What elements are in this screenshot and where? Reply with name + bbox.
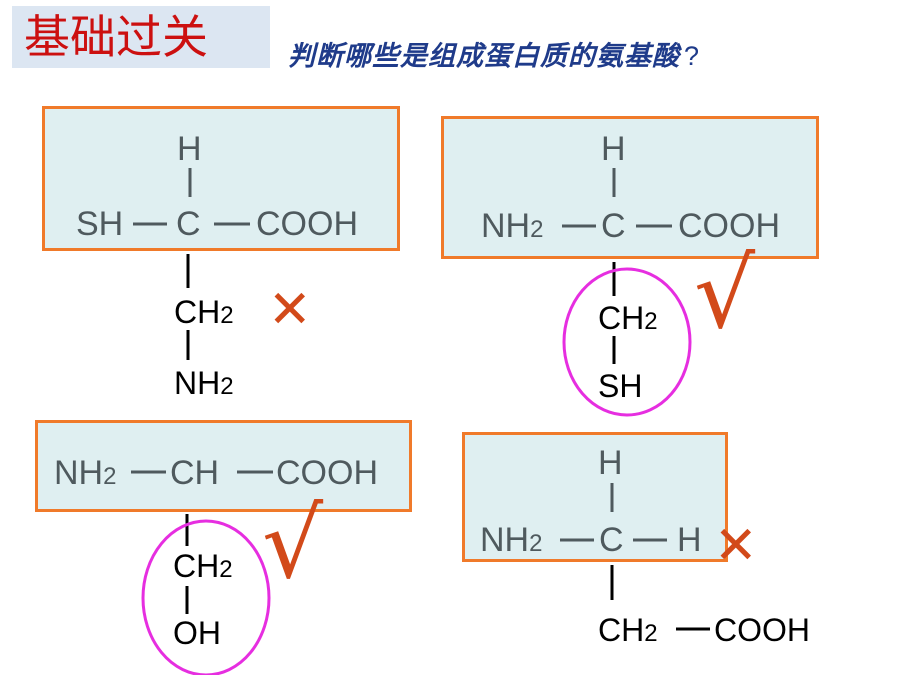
molecule-3-side-chain-1: CH2 — [173, 550, 233, 582]
molecule-1-box — [42, 106, 400, 251]
molecule-2-left-group: NH2 — [481, 209, 543, 243]
molecule-1-center-atom: C — [176, 205, 201, 243]
formula-text: NH — [480, 521, 530, 559]
molecule-3-box — [35, 420, 412, 512]
molecule-2-center-atom: C — [601, 207, 626, 245]
molecule-1-top-atom: H — [177, 130, 202, 168]
formula-subscript: 2 — [220, 373, 234, 400]
formula-subscript: 2 — [530, 216, 544, 243]
highlight-circle — [562, 267, 692, 417]
molecule-1-right-group: COOH — [256, 205, 358, 243]
formula-text: NH — [54, 454, 104, 492]
molecule-2-check-mark: √ — [694, 238, 756, 350]
formula-subscript: 2 — [103, 463, 117, 490]
question-label: 判断哪些是组成蛋白质的氨基酸 — [288, 41, 680, 72]
formula-subscript: 2 — [219, 556, 233, 583]
molecule-4-right-group: H — [677, 521, 702, 559]
molecule-1-side-chain-2: NH2 — [174, 367, 234, 399]
formula-text: NH — [174, 365, 221, 401]
molecule-4-box — [462, 432, 728, 562]
highlight-circle — [141, 519, 271, 675]
molecule-3-side-chain-2: OH — [173, 615, 221, 651]
molecule-1-side-chain-1: CH2 — [174, 296, 234, 328]
molecule-2-right-group: COOH — [678, 207, 780, 245]
title-band — [12, 6, 270, 68]
molecule-2-side-chain-1: CH2 — [598, 302, 658, 334]
formula-text: CH — [173, 548, 220, 584]
formula-subscript: 2 — [644, 308, 658, 335]
formula-text: CH — [174, 294, 221, 330]
question-mark: ? — [684, 41, 701, 71]
formula-subscript: 2 — [529, 530, 543, 557]
molecule-2-top-atom: H — [601, 130, 626, 168]
molecule-4-left-group: NH2 — [480, 523, 542, 557]
molecule-2-side-chain-2: SH — [598, 368, 643, 404]
formula-text: NH — [481, 207, 531, 245]
formula-subscript: 2 — [220, 302, 234, 329]
molecule-4-cross-mark: ✕ — [714, 516, 758, 576]
molecule-3-right-group: COOH — [276, 454, 378, 492]
molecule-4-top-atom: H — [598, 444, 623, 482]
molecule-3-check-mark: √ — [262, 488, 324, 600]
molecule-3-left-group: NH2 — [54, 456, 116, 490]
molecule-4-side-chain-tail: COOH — [714, 612, 810, 648]
formula-subscript: 2 — [644, 620, 658, 647]
molecule-3-center-atom: CH — [170, 454, 220, 492]
formula-text: CH — [598, 612, 645, 648]
page-title: 基础过关 — [24, 10, 208, 64]
molecule-1-left-group: SH — [76, 205, 124, 243]
molecule-4-side-chain: CH2 — [598, 614, 658, 646]
molecule-2-box — [441, 116, 819, 259]
formula-text: CH — [598, 300, 645, 336]
question-text: 判断哪些是组成蛋白质的氨基酸? — [288, 34, 700, 73]
molecule-4-center-atom: C — [599, 521, 624, 559]
molecule-1-cross-mark: ✕ — [268, 280, 312, 340]
